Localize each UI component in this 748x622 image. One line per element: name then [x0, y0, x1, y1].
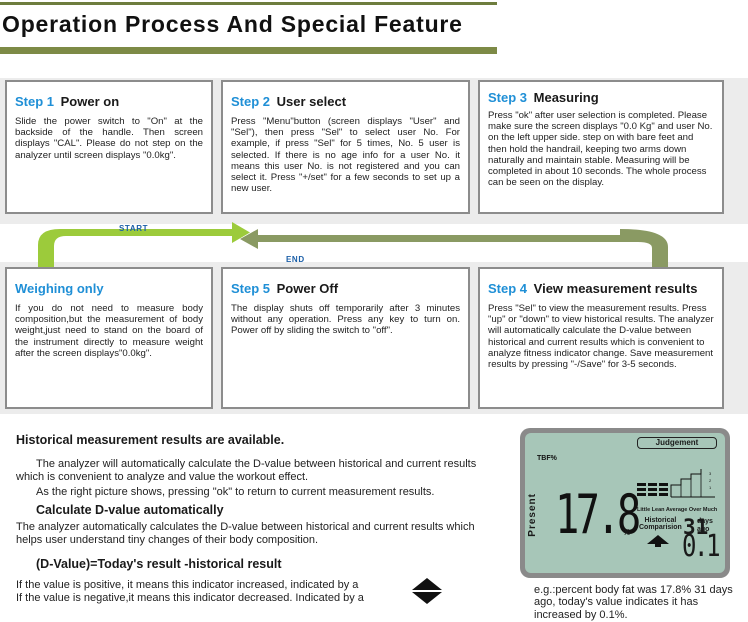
step5-title: Power Off [276, 281, 339, 296]
lcd-judgement-label: Judgement [637, 437, 717, 449]
lcd-judgement-bars-icon: 3 2 1 [637, 469, 715, 498]
end-arrow [240, 229, 668, 267]
svg-text:1: 1 [709, 485, 712, 490]
lcd-unit: % [623, 528, 631, 537]
lcd-tbf-label: TBF% [537, 455, 557, 462]
step5-number: Step 5 [231, 281, 271, 296]
step4-number: Step 4 [488, 281, 528, 296]
lcd-up-arrow-icon [647, 535, 669, 547]
weighing-title: Weighing only [15, 281, 104, 296]
step3-text: Press "ok" after user selection is compl… [488, 110, 713, 189]
step2-title: User select [276, 94, 347, 109]
step3-card: Step 3 Measuring Press "ok" after user s… [478, 80, 724, 214]
step5-card: Step 5 Power Off The display shuts off t… [221, 267, 470, 409]
step1-number: Step 1 [15, 94, 55, 109]
step2-card: Step 2 User select Press "Menu"button (s… [221, 80, 470, 214]
svg-text:2: 2 [709, 478, 712, 483]
step2-heading: Step 2 User select [231, 94, 460, 109]
title-rule-top [0, 2, 497, 5]
step1-text: Slide the power switch to "On" at the ba… [15, 116, 203, 161]
lcd-ago-word: ago [697, 526, 710, 533]
lcd-historical-label: Historical Comparision [639, 517, 682, 531]
step5-heading: Step 5 Power Off [231, 281, 460, 296]
positive-text: If the value is positive, it means this … [16, 579, 359, 591]
svg-text:3: 3 [709, 471, 712, 476]
weighing-card: Weighing only If you do not need to meas… [5, 267, 213, 409]
lcd-main-value: 17.8 [555, 483, 641, 546]
history-para-2: As the right picture shows, pressing "ok… [36, 486, 435, 498]
page-title: Operation Process And Special Feature [2, 11, 463, 37]
dvalue-text: The analyzer automatically calculates th… [16, 521, 475, 546]
step3-number: Step 3 [488, 90, 528, 105]
start-arrow [38, 222, 250, 267]
step2-number: Step 2 [231, 94, 271, 109]
lcd-diff-value: 0.1 [682, 529, 721, 564]
flow-end-label: END [286, 255, 305, 264]
lcd-historical-word: Historical [644, 517, 677, 524]
history-heading: Historical measurement results are avail… [16, 433, 285, 447]
history-para-1: The analyzer will automatically calculat… [16, 458, 477, 483]
lcd-days-value: 31 [683, 515, 709, 539]
process-flow-arrows [38, 222, 668, 267]
step2-text: Press "Menu"button (screen displays "Use… [231, 116, 460, 195]
dvalue-formula: (D-Value)=Today's result -historical res… [36, 557, 282, 571]
step1-heading: Step 1 Power on [15, 94, 203, 109]
title-rule-bottom [0, 47, 497, 54]
lcd-days-label: days ago [697, 518, 713, 534]
flow-start-label: START [119, 224, 149, 233]
weighing-text: If you do not need to measure body compo… [15, 303, 203, 359]
dvalue-heading: Calculate D-value automatically [36, 503, 224, 517]
step4-title: View measurement results [533, 281, 698, 296]
step4-text: Press "Sel" to view the measurement resu… [488, 303, 714, 371]
step4-card: Step 4 View measurement results Press "S… [478, 267, 724, 409]
lcd-display: TBF% Judgement Present 17.8 % 3 2 1 Litt… [525, 433, 725, 573]
negative-text: If the value is negative,it means this i… [16, 592, 364, 604]
step3-title: Measuring [533, 90, 599, 105]
step3-heading: Step 3 Measuring [488, 90, 714, 105]
lcd-present-label: Present [527, 493, 538, 537]
lcd-days-word: days [697, 518, 713, 525]
lcd-judgement-levels: Little Lean Average Over Much [637, 507, 718, 513]
step1-card: Step 1 Power on Slide the power switch t… [5, 80, 213, 214]
step4-heading: Step 4 View measurement results [488, 281, 714, 296]
lcd-caption: e.g.:percent body fat was 17.8% 31 days … [534, 584, 733, 621]
up-arrow-icon [412, 578, 442, 590]
down-arrow-icon [412, 592, 442, 604]
step1-title: Power on [60, 94, 120, 109]
lcd-comparison-word: Comparision [639, 524, 682, 531]
title-bar: Operation Process And Special Feature [0, 0, 497, 60]
step5-text: The display shuts off temporarily after … [231, 303, 460, 337]
